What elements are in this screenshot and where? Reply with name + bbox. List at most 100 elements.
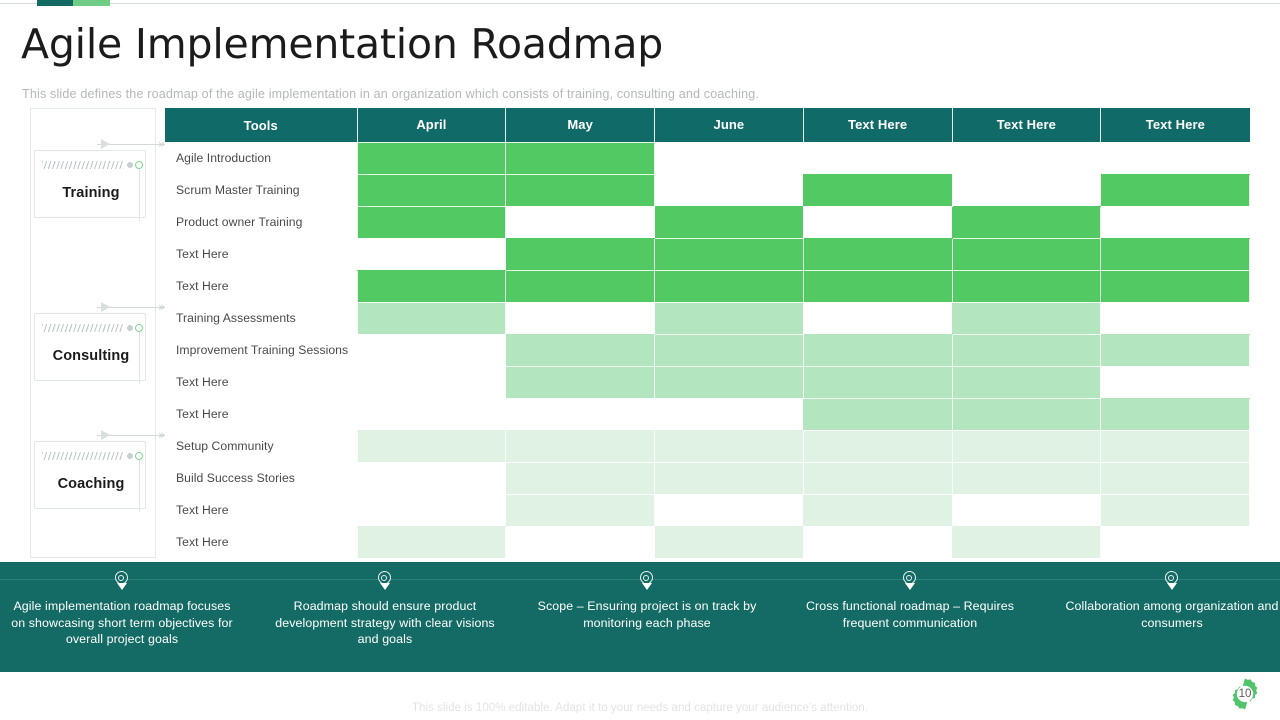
gantt-cell-empty[interactable]: [952, 494, 1101, 526]
gantt-cell-filled[interactable]: [802, 493, 953, 527]
gantt-row-label: Setup Community: [165, 430, 357, 462]
gantt-col-header-4[interactable]: Text Here: [803, 108, 953, 142]
gantt-cell-filled[interactable]: [951, 397, 1102, 431]
gantt-cell-empty[interactable]: [803, 142, 952, 174]
gantt-col-header-6[interactable]: Text Here: [1100, 108, 1250, 142]
gantt-cell-empty[interactable]: [357, 462, 506, 494]
gantt-cell-filled[interactable]: [1100, 237, 1250, 271]
gantt-cell-filled[interactable]: [1100, 333, 1250, 367]
gantt-row: Setup Community: [165, 429, 1250, 463]
gantt-cell-filled[interactable]: [505, 461, 655, 495]
gantt-cell-filled[interactable]: [1100, 173, 1250, 207]
gantt-cell-filled[interactable]: [654, 525, 804, 559]
gantt-cell-filled[interactable]: [802, 365, 953, 399]
gantt-cell-filled[interactable]: [356, 269, 507, 303]
gantt-col-header-5[interactable]: Text Here: [952, 108, 1102, 142]
gantt-cell-filled[interactable]: [802, 173, 953, 207]
gantt-cell-filled[interactable]: [505, 493, 655, 527]
gantt-cell-filled[interactable]: [505, 269, 655, 303]
connector-line-consulting: [97, 307, 167, 308]
gantt-cell-filled[interactable]: [505, 365, 655, 399]
gantt-cell-empty[interactable]: [803, 206, 952, 238]
gantt-cell-filled[interactable]: [951, 301, 1102, 335]
gantt-cell-filled[interactable]: [654, 269, 804, 303]
phase-card-training[interactable]: Training: [34, 150, 146, 221]
gantt-cell-empty[interactable]: [506, 302, 655, 334]
gantt-cell-filled[interactable]: [356, 525, 507, 559]
gantt-cell-empty[interactable]: [357, 238, 506, 270]
gantt-cell-filled[interactable]: [802, 269, 953, 303]
gantt-cell-empty[interactable]: [655, 398, 804, 430]
gantt-cell-empty[interactable]: [506, 398, 655, 430]
gantt-cell-filled[interactable]: [654, 205, 804, 239]
gantt-cell-empty[interactable]: [803, 526, 952, 558]
gantt-cell-filled[interactable]: [802, 397, 953, 431]
gantt-cell-filled[interactable]: [654, 429, 804, 463]
hatch-dot-icon: [127, 162, 133, 168]
gantt-cell-empty[interactable]: [1101, 142, 1250, 174]
gantt-cell-filled[interactable]: [951, 429, 1102, 463]
footer-marker-pin-icon: [900, 568, 919, 590]
gantt-cell-empty[interactable]: [357, 334, 506, 366]
gantt-cell-filled[interactable]: [951, 365, 1102, 399]
gantt-cell-empty[interactable]: [655, 174, 804, 206]
gantt-cell-filled[interactable]: [802, 237, 953, 271]
gantt-cell-empty[interactable]: [952, 174, 1101, 206]
gantt-col-tools[interactable]: Tools: [165, 108, 358, 142]
gantt-cell-filled[interactable]: [505, 429, 655, 463]
footer-marker-pin-icon: [1162, 568, 1181, 590]
gantt-col-header-1[interactable]: April: [357, 108, 507, 142]
connector-line-training: [97, 144, 167, 145]
gantt-cell-empty[interactable]: [357, 366, 506, 398]
gantt-cell-empty[interactable]: [655, 142, 804, 174]
hatch-dot-icon: [127, 325, 133, 331]
gantt-cell-empty[interactable]: [357, 494, 506, 526]
gantt-cell-filled[interactable]: [951, 237, 1102, 271]
gantt-cell-empty[interactable]: [1101, 526, 1250, 558]
gantt-cell-empty[interactable]: [803, 302, 952, 334]
phase-card-coaching[interactable]: Coaching: [34, 441, 146, 512]
gantt-cell-filled[interactable]: [1100, 429, 1250, 463]
gantt-cell-empty[interactable]: [952, 142, 1101, 174]
gantt-cell-filled[interactable]: [356, 429, 507, 463]
gantt-cell-filled[interactable]: [951, 269, 1102, 303]
gantt-cell-filled[interactable]: [654, 301, 804, 335]
gantt-cell-empty[interactable]: [1101, 206, 1250, 238]
gantt-cell-empty[interactable]: [655, 494, 804, 526]
gantt-cell-empty[interactable]: [1101, 366, 1250, 398]
phase-card-consulting[interactable]: Consulting: [34, 313, 146, 384]
gantt-cell-empty[interactable]: [1101, 302, 1250, 334]
gantt-cell-filled[interactable]: [356, 173, 507, 207]
gantt-cell-filled[interactable]: [505, 173, 655, 207]
hatch-ring-icon: [135, 161, 143, 169]
gantt-cell-filled[interactable]: [951, 333, 1102, 367]
gantt-cell-filled[interactable]: [654, 237, 804, 271]
gantt-cell-filled[interactable]: [1100, 461, 1250, 495]
gantt-cell-filled[interactable]: [654, 461, 804, 495]
gantt-cell-filled[interactable]: [802, 429, 953, 463]
gantt-cell-filled[interactable]: [802, 333, 953, 367]
gantt-cell-filled[interactable]: [951, 525, 1102, 559]
gantt-cell-filled[interactable]: [1100, 397, 1250, 431]
gantt-cell-filled[interactable]: [654, 365, 804, 399]
gantt-cell-filled[interactable]: [802, 461, 953, 495]
gantt-cell-filled[interactable]: [505, 141, 655, 175]
gantt-cell-filled[interactable]: [505, 333, 655, 367]
gantt-row: Product owner Training: [165, 205, 1250, 239]
gantt-cell-empty[interactable]: [506, 526, 655, 558]
gantt-cell-empty[interactable]: [357, 398, 506, 430]
gantt-row: Scrum Master Training: [165, 173, 1250, 207]
gantt-cell-empty[interactable]: [506, 206, 655, 238]
gantt-col-header-2[interactable]: May: [505, 108, 655, 142]
gantt-cell-filled[interactable]: [951, 205, 1102, 239]
gantt-cell-filled[interactable]: [505, 237, 655, 271]
gantt-cell-filled[interactable]: [1100, 269, 1250, 303]
gantt-row: Text Here: [165, 525, 1250, 559]
gantt-col-header-3[interactable]: June: [654, 108, 804, 142]
gantt-cell-filled[interactable]: [951, 461, 1102, 495]
gantt-cell-filled[interactable]: [356, 141, 507, 175]
gantt-cell-filled[interactable]: [356, 205, 507, 239]
gantt-cell-filled[interactable]: [356, 301, 507, 335]
gantt-cell-filled[interactable]: [654, 333, 804, 367]
gantt-cell-filled[interactable]: [1100, 493, 1250, 527]
